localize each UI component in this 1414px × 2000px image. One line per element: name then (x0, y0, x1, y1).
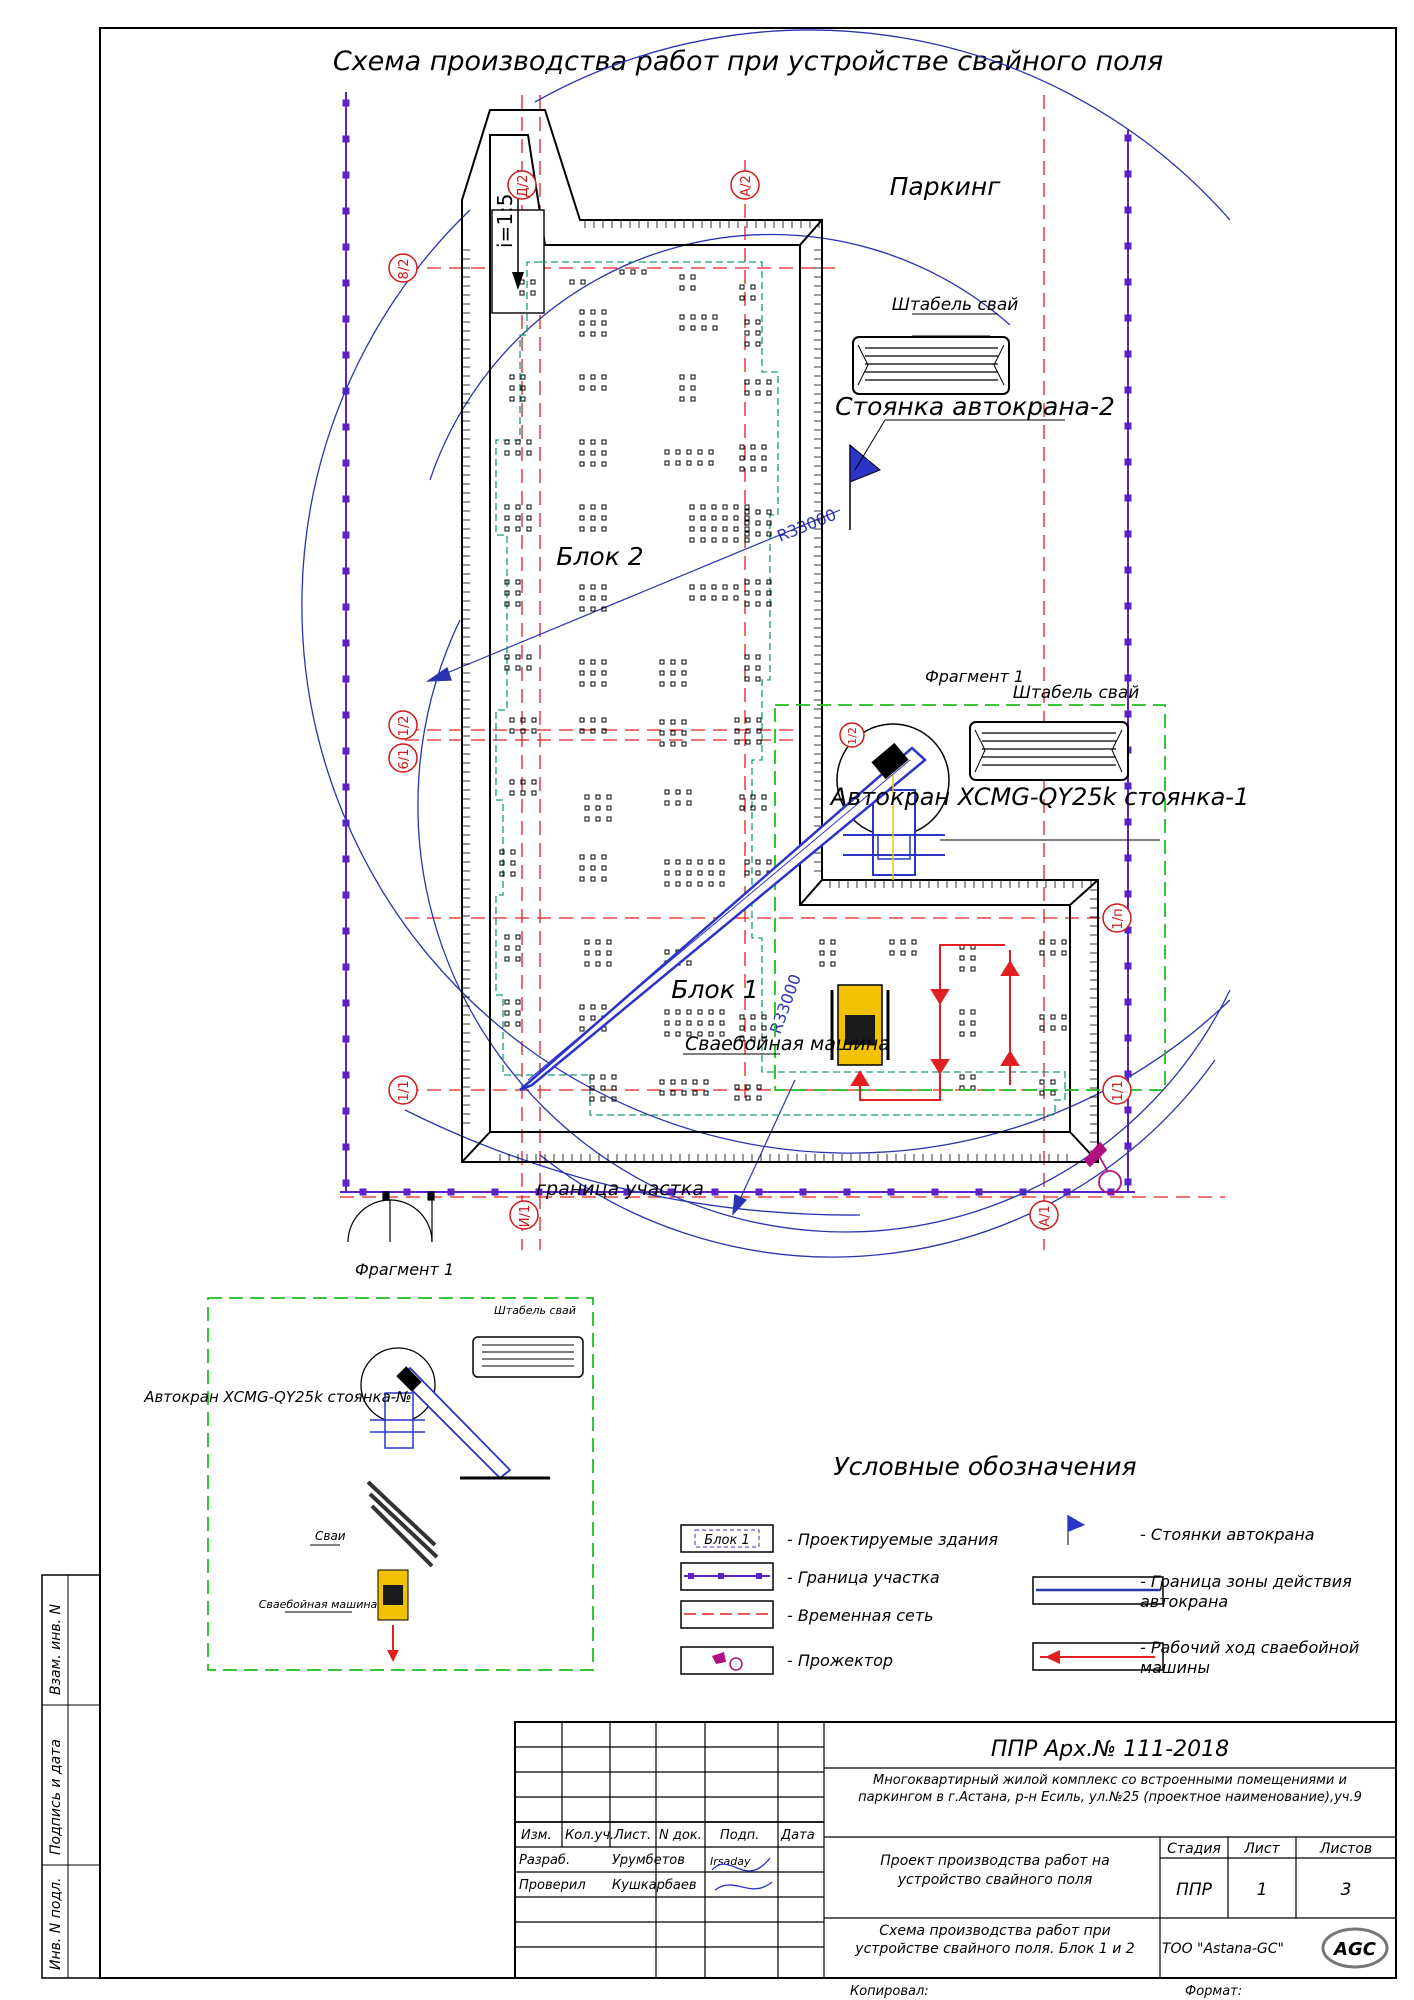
building-outline-ticks (462, 220, 1098, 1162)
stamp-hdr-izm: Изм. (521, 1828, 552, 1843)
svg-text:AGC: AGC (1332, 1939, 1377, 1960)
radius-label-bottom: R33000 (766, 972, 805, 1037)
legend-item-crane-zone: - Граница зоны действия автокрана (1140, 1572, 1352, 1611)
crane (519, 723, 950, 1092)
fragment-machine-label: Сваебойная машина (259, 1598, 378, 1611)
pile-stack-right-label: Штабель свай (1013, 683, 1140, 703)
legend-samples (680, 1524, 1164, 1675)
stamp-sheets-hdr: Листов (1319, 1841, 1372, 1857)
axis-1p: 1/п (1111, 908, 1126, 929)
stamp-work-title: Проект производства работ на устройство … (880, 1853, 1110, 1888)
axis-8-2: 8/2 (397, 259, 412, 280)
stamp-stage-hdr: Стадия (1167, 1841, 1221, 1857)
legend-item-machine-path: - Рабочий ход сваебойной машины (1140, 1638, 1360, 1677)
slope-label: i=1:5 (493, 193, 517, 248)
site-boundary (340, 92, 1135, 1196)
pile-contour (495, 261, 1066, 1116)
fragment-crane-label: Автокран XCMG-QY25k стоянка-№ (143, 1388, 412, 1406)
block1-label: Блок 1 (671, 975, 758, 1004)
side-label-replace: Взам. инв. N (48, 1604, 64, 1695)
stamp-hdr-podp: Подп. (720, 1828, 759, 1843)
parking-label: Паркинг (890, 172, 1002, 201)
stamp-company: ТОО "Astana-GC" (1162, 1941, 1284, 1957)
pile-machine (830, 984, 890, 1066)
fragment-frame (774, 704, 1166, 1091)
boundary-label: граница участка (536, 1178, 704, 1200)
block2-label: Блок 2 (556, 542, 643, 571)
crane-parking2-label: Стоянка автокрана-2 (835, 392, 1115, 421)
legend-item-projector: - Прожектор (787, 1651, 893, 1670)
pile-stack-right (969, 721, 1129, 781)
axis-d2: Д/2 (516, 175, 531, 198)
legend-item-buildings: - Проектируемые здания (787, 1530, 998, 1549)
pile-field (499, 269, 1067, 1102)
side-label-sign: Подпись и дата (48, 1739, 64, 1855)
temp-network (340, 95, 1225, 1250)
axis-a1: А/1 (1038, 1205, 1053, 1227)
axis-a2: А/2 (739, 175, 754, 197)
fragment-machine (377, 1569, 409, 1662)
stamp-sheets: 3 (1341, 1880, 1352, 1900)
legend-item-crane-parking: - Стоянки автокрана (1140, 1525, 1315, 1544)
legend-item-boundary: - Граница участка (787, 1568, 940, 1587)
fragment-piles (366, 1480, 439, 1568)
page-title: Схема производства работ при устройстве … (333, 46, 1163, 77)
fragment-piles-label: Сваи (315, 1529, 346, 1543)
legend-title: Условные обозначения (833, 1452, 1136, 1481)
stamp-hdr-kol: Кол.уч. (565, 1828, 614, 1843)
crane-label: Автокран XCMG-QY25k стоянка-1 (829, 783, 1249, 811)
stamp-name-dev: Урумбетов (612, 1853, 685, 1868)
stamp-hdr-list: Лист. (613, 1828, 651, 1843)
axis-markers (388, 170, 1132, 1230)
stamp-format: Формат: (1185, 1984, 1242, 1999)
legend-item-network: - Временная сеть (787, 1606, 934, 1625)
stamp-project: Многоквартирный жилой комплекс со встрое… (858, 1773, 1362, 1805)
side-stamp (41, 1574, 101, 1979)
crane-zone (301, 29, 1231, 1258)
title-block: Изм. Кол.уч. Лист. N док. Подп. Дата Раз… (514, 1721, 1397, 1999)
stamp-stage: ППР (1176, 1880, 1213, 1900)
fragment-crane (360, 1347, 550, 1480)
axis-1-1: 1/1 (397, 1081, 412, 1102)
company-logo: AGC (1321, 1927, 1389, 1969)
stamp-hdr-date: Дата (780, 1828, 815, 1843)
crane-parking2-flag (849, 443, 881, 483)
fragment-stack (472, 1336, 584, 1378)
side-label-inv: Инв. N подл. (48, 1878, 64, 1971)
stamp-role-dev: Разраб. (519, 1853, 570, 1868)
legend-block-sample (694, 1529, 760, 1548)
fragment-detail-title: Фрагмент 1 (355, 1260, 454, 1279)
stamp-doc-code: ППР Арх.№ 111-2018 (991, 1737, 1229, 1762)
stamp-sheet-title: Схема производства работ при устройстве … (855, 1923, 1135, 1957)
axis-1-2-crane: 1/2 (846, 727, 859, 745)
projector-icon (1083, 1141, 1122, 1194)
gate (347, 1191, 435, 1243)
legend-block-text: Блок 1 (704, 1533, 749, 1548)
stamp-sheet: 1 (1257, 1880, 1268, 1900)
axis-i1: И/1 (518, 1205, 533, 1227)
radius-label-top: R33000 (774, 505, 839, 546)
stamp-sheet-hdr: Лист (1243, 1841, 1280, 1857)
stamp-role-check: Проверил (519, 1878, 586, 1893)
stamp-hdr-ndok: N док. (659, 1828, 702, 1843)
pile-stack-top-label: Штабель свай (892, 295, 1019, 315)
pile-stack-top (852, 336, 1010, 395)
working-path (850, 944, 1020, 1101)
axis-1-2: 1/2 (397, 716, 412, 737)
stamp-name-check: Кушкарбаев (612, 1878, 697, 1893)
fragment-label: Фрагмент 1 (925, 667, 1024, 686)
axis-6-1: 6/1 (397, 749, 412, 770)
axis-1-1-right: 1/1 (1111, 1081, 1126, 1102)
fragment-stack-label: Штабель свай (494, 1304, 576, 1317)
building-outline (461, 109, 1099, 1163)
stamp-copied: Копировал: (850, 1984, 929, 1999)
fragment-detail-frame (207, 1297, 594, 1671)
pile-machine-label: Сваебойная машина (685, 1033, 890, 1055)
